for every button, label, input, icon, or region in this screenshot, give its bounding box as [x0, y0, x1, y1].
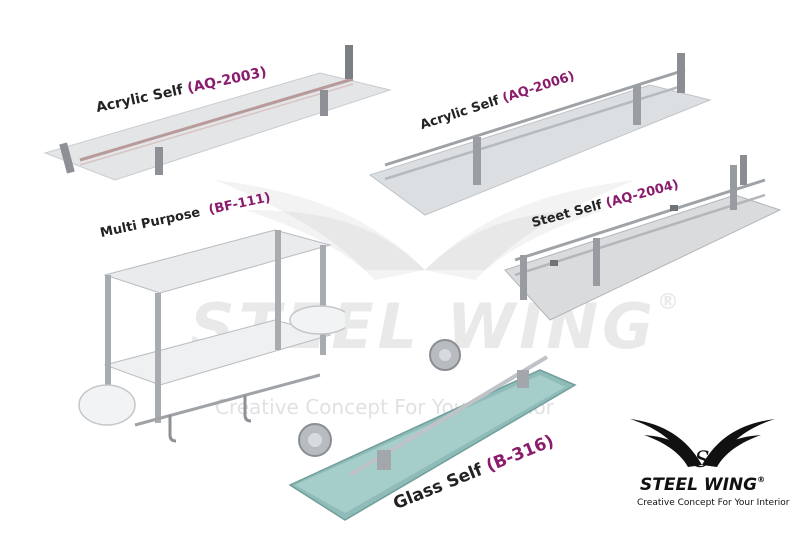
- logo-monogram: S: [694, 448, 709, 473]
- logo-tagline: Creative Concept For Your Interior: [637, 498, 790, 508]
- steel-wing-logo-emblem: S: [630, 419, 775, 473]
- acrylic-shelf-aq-2006-image: [368, 53, 712, 216]
- steel-shelf-aq-2004-image: [504, 155, 782, 321]
- logo-brand-name: STEEL WING®: [640, 475, 766, 495]
- glass-shelf-b-316-image: [288, 339, 577, 521]
- watermark-wing-emblem: [215, 180, 635, 280]
- acrylic-shelf-aq-2003-image: [43, 45, 392, 181]
- multi-purpose-shelf-bf-111-image: [78, 229, 345, 443]
